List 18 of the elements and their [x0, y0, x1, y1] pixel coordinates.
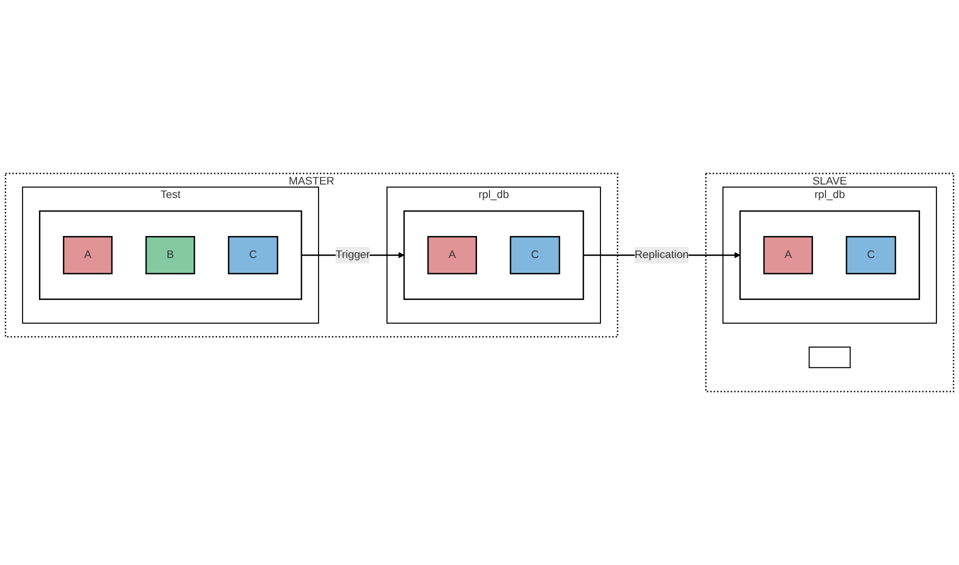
cluster: [722, 186, 937, 324]
cluster: [739, 210, 920, 300]
cluster: [386, 186, 601, 324]
node-box: [145, 236, 196, 274]
node-box: [228, 236, 278, 274]
cluster: [705, 172, 954, 392]
node-box: [62, 236, 113, 274]
cluster: [4, 172, 618, 338]
cluster: [403, 210, 584, 300]
edge-label: Replication: [634, 249, 689, 261]
node-box: [808, 346, 851, 368]
node-box: [846, 236, 896, 274]
cluster: [38, 210, 302, 300]
edge-label: Trigger: [336, 249, 370, 261]
node-box: [510, 236, 560, 274]
node-box: [763, 236, 813, 274]
cluster: [22, 186, 320, 324]
node-box: [427, 236, 477, 274]
